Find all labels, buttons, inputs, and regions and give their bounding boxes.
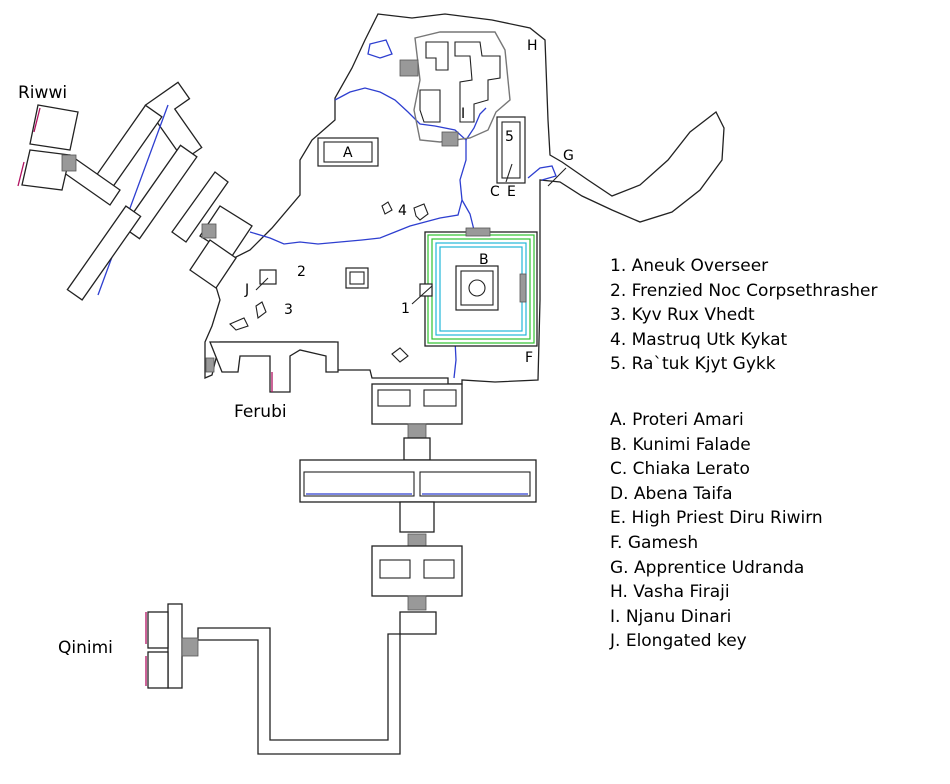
river xyxy=(249,87,467,245)
label-C: C xyxy=(490,184,500,200)
label-2: 2 xyxy=(297,264,306,280)
river-branch-upper xyxy=(465,107,487,141)
ruin-west-room xyxy=(419,89,441,123)
marker-line-G xyxy=(547,167,567,187)
temple-sanctum-inner xyxy=(460,270,494,306)
legend-lettered: A. Proteri Amari B. Kunimi Falade C. Chi… xyxy=(610,408,823,654)
label-E: E xyxy=(507,184,516,200)
label-1: 1 xyxy=(401,301,410,317)
legend-item-A: A. Proteri Amari xyxy=(610,410,744,430)
room-5-inner xyxy=(501,121,521,179)
label-B: B xyxy=(479,252,489,268)
rock-3b xyxy=(255,301,267,319)
legend-numbered: 1. Aneuk Overseer 2. Frenzied Noc Corpse… xyxy=(610,254,877,377)
region-qinimi: Qinimi xyxy=(58,638,113,658)
legend-item-4: 4. Mastruq Utk Kykat xyxy=(610,329,788,350)
ferubi-hall xyxy=(209,341,339,393)
room-J xyxy=(259,269,277,285)
label-A: A xyxy=(343,145,353,161)
label-5: 5 xyxy=(505,129,514,145)
upper-lake xyxy=(367,39,393,59)
qinimi-wing xyxy=(145,603,199,689)
marker-line-E xyxy=(505,163,513,183)
legend-item-C: C. Chiaka Lerato xyxy=(610,459,750,480)
label-G: G xyxy=(563,148,574,164)
rock-south xyxy=(391,347,409,363)
legend-item-D: D. Abena Taifa xyxy=(610,483,733,504)
label-H: H xyxy=(527,38,538,54)
legend-item-5: 5. Ra`tuk Kjyt Gykk xyxy=(610,354,776,375)
label-I: I xyxy=(461,106,465,122)
label-F: F xyxy=(525,350,533,366)
ferubi-stairs xyxy=(205,357,215,373)
room-A xyxy=(317,137,379,167)
room-A-inner xyxy=(323,141,373,163)
region-riwwi: Riwwi xyxy=(18,83,67,103)
temple-stairs-north xyxy=(465,227,491,237)
stream-east xyxy=(527,165,557,181)
legend-item-H: H. Vasha Firaji xyxy=(610,582,730,603)
main-cavern-outline xyxy=(204,13,725,385)
riwwi-wing xyxy=(17,81,253,301)
legend-item-J: J. Elongated key xyxy=(610,631,747,652)
temple-stairs-east xyxy=(519,273,527,303)
ruin-north-room xyxy=(425,41,449,71)
ruin-stairs-west xyxy=(399,59,419,77)
legend-item-F: F. Gamesh xyxy=(610,532,699,553)
temple-gate-1 xyxy=(419,283,433,297)
rock-3a xyxy=(229,317,249,331)
pillar-center xyxy=(345,267,369,289)
ruin-stairs-south xyxy=(441,131,459,147)
legend-item-E: E. High Priest Diru Riwirn xyxy=(610,508,823,529)
marker-line-J xyxy=(255,277,269,291)
room-5 xyxy=(496,116,526,184)
legend-item-B: B. Kunimi Falade xyxy=(610,434,751,455)
southern-halls xyxy=(197,383,537,755)
marker-line-1 xyxy=(411,285,433,305)
legend-item-G: G. Apprentice Udranda xyxy=(610,557,805,578)
rock-4a xyxy=(381,201,393,215)
ruin-outer-wall xyxy=(413,31,511,143)
label-4: 4 xyxy=(398,203,407,219)
temple-altar xyxy=(468,279,486,297)
river-branch-lower xyxy=(461,199,475,231)
region-ferubi: Ferubi xyxy=(234,402,287,422)
temple-sanctum xyxy=(455,265,499,311)
ruin-inner-rooms xyxy=(454,41,501,123)
legend-item-2: 2. Frenzied Noc Corpsethrasher xyxy=(610,280,878,301)
legend-item-I: I. Njanu Dinari xyxy=(610,606,732,627)
legend-item-1: 1. Aneuk Overseer xyxy=(610,256,769,276)
label-3: 3 xyxy=(284,302,293,318)
pillar-center-inner xyxy=(349,271,365,285)
rock-4b xyxy=(413,203,429,221)
label-J: J xyxy=(244,282,249,298)
legend-item-3: 3. Kyv Rux Vhedt xyxy=(610,305,755,326)
